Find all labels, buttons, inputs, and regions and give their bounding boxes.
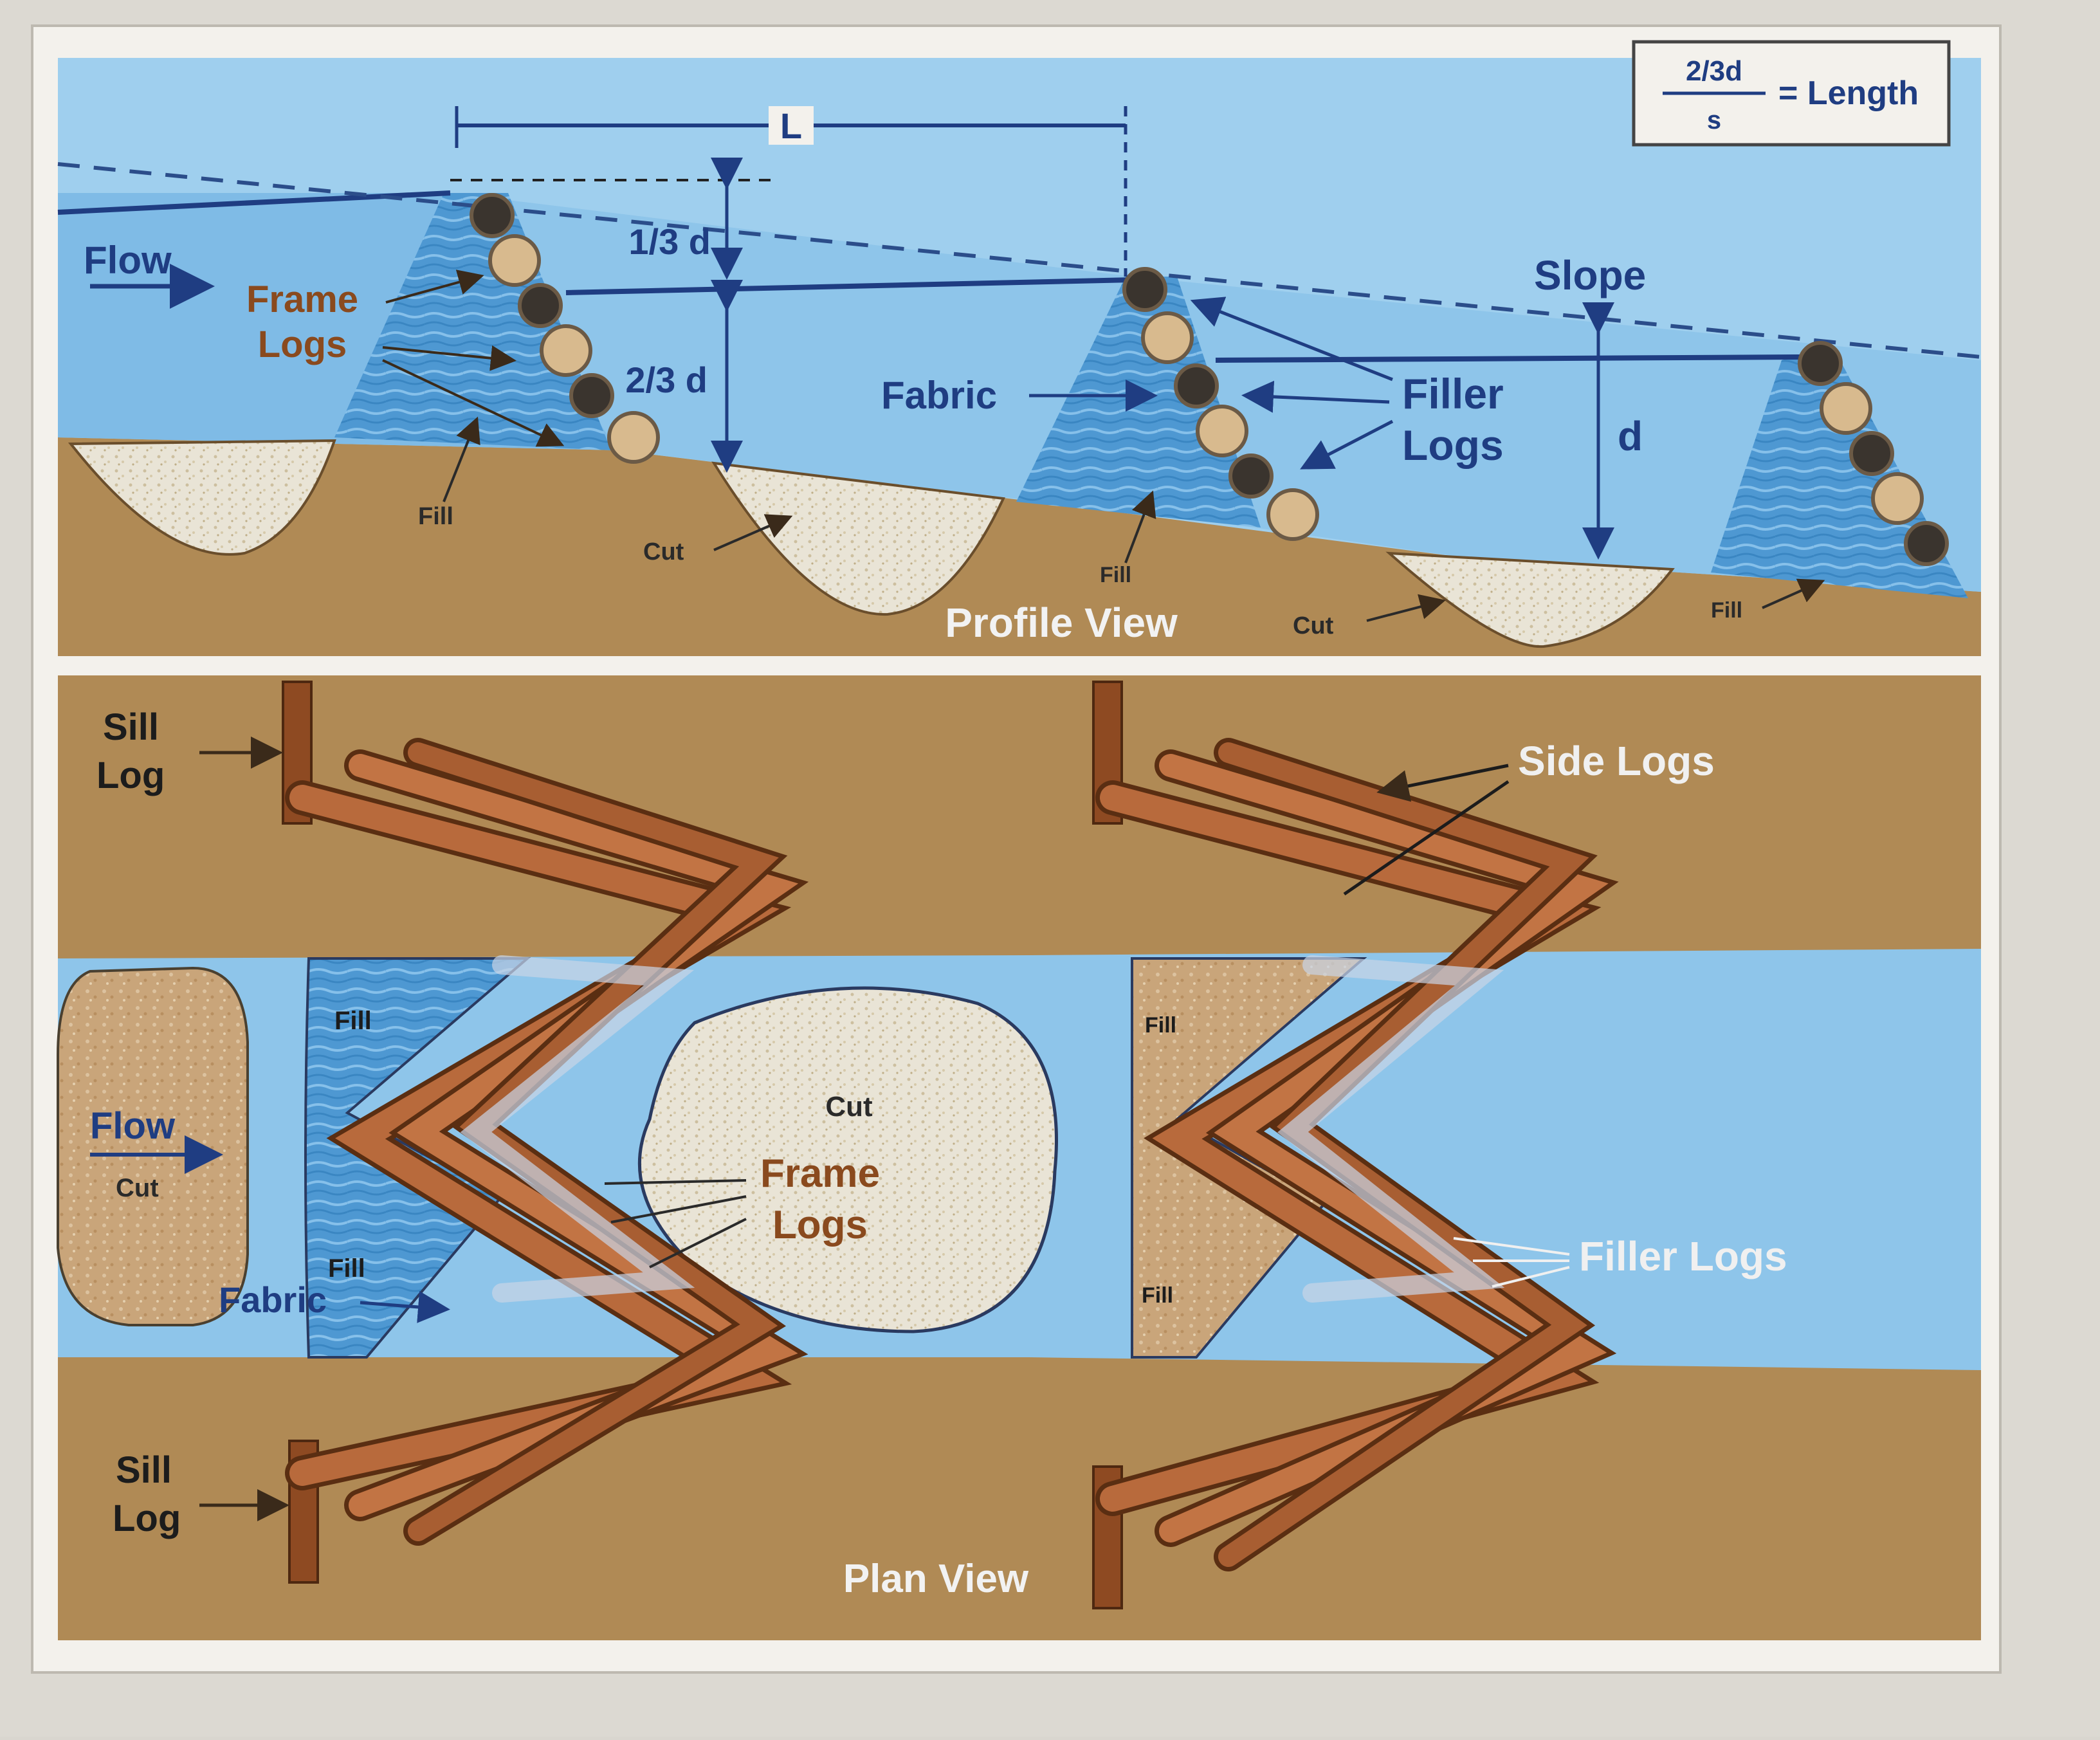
- profile-fabric-label: Fabric: [881, 374, 997, 417]
- depth-label: d: [1618, 413, 1643, 459]
- plan-side-logs-label: Side Logs: [1518, 738, 1715, 784]
- plan-cut-pool: [637, 986, 1058, 1333]
- plan-cut-label-pool: Cut: [825, 1091, 873, 1122]
- plan-sill-log-lower-line2: Log: [113, 1497, 181, 1539]
- profile-cut-label-1: Cut: [643, 538, 684, 565]
- fill-pointer-3: [1762, 578, 1825, 609]
- frame-logs-pointer-2: [382, 345, 516, 371]
- profile-cut-label-2: Cut: [1293, 612, 1334, 639]
- third-depth-label: 1/3 d: [628, 221, 711, 262]
- plan-fill-label-3: Fill: [1145, 1013, 1176, 1038]
- cut-pool-2: [711, 461, 1005, 616]
- plan-frame-logs-pointer-3: [649, 1218, 747, 1268]
- plan-frame-logs-pointer-2: [610, 1195, 747, 1223]
- profile-fill-label-2: Fill: [1100, 563, 1131, 587]
- profile-fill-label-1: Fill: [418, 503, 453, 530]
- filler-logs-pointer-2: [1241, 380, 1390, 413]
- plan-fill-label-4: Fill: [1142, 1283, 1173, 1308]
- fill-wedge-3: [1711, 347, 1968, 598]
- cut-pointer-2: [1366, 594, 1446, 622]
- plan-fill-label-1: Fill: [334, 1007, 372, 1035]
- vane-2-logs: [1095, 738, 1619, 1571]
- profile-fill-label-3: Fill: [1711, 598, 1742, 623]
- fill-wedge-1: [334, 193, 611, 450]
- filler-logs-pointer-3: [1300, 419, 1394, 470]
- plan-sill-log-lower-line1: Sill: [116, 1449, 172, 1491]
- profile-flow-label: Flow: [84, 239, 172, 282]
- plan-filler-pointer-3: [1492, 1266, 1570, 1288]
- formula-numerator: 2/3d: [1686, 55, 1742, 87]
- water-surface-2: [565, 277, 1133, 295]
- plan-cut-upstream: [57, 966, 249, 1326]
- length-label-bg: [769, 106, 814, 145]
- cut-pool-3: [1385, 551, 1675, 648]
- length-label: L: [780, 105, 802, 146]
- log-stack-1: [470, 193, 660, 464]
- plan-fabric-pointer: [360, 1291, 450, 1323]
- fill-pointer-2: [1124, 490, 1156, 563]
- frame-logs-pointer-3: [382, 359, 565, 447]
- formula-box: [1632, 40, 1951, 147]
- vane-1-logs: [285, 738, 809, 1546]
- fill-pointer-1: [443, 416, 480, 502]
- cut-pool-1: [68, 439, 336, 556]
- water-surface-3: [1215, 354, 1802, 363]
- plan-frame-logs-pointer-1: [604, 1179, 747, 1185]
- length-formula: 2/3d s = Length: [1632, 40, 1951, 147]
- formula-result: = Length: [1778, 75, 1919, 112]
- profile-frame-logs-label-line1: Frame: [246, 279, 358, 320]
- plan-sill-log-upper-line2: Log: [96, 755, 165, 796]
- profile-filler-logs-label-line1: Filler: [1402, 370, 1504, 417]
- plan-sill-log-upper-line1: Sill: [103, 706, 159, 748]
- slope-label: Slope: [1534, 252, 1646, 298]
- log-stack-2: [1122, 267, 1319, 541]
- side-logs-pointer-1: [1376, 764, 1509, 802]
- profile-filler-logs-label-line2: Logs: [1402, 421, 1504, 469]
- frame-logs-pointer-1: [385, 270, 484, 304]
- plan-fill-label-2: Fill: [328, 1254, 365, 1283]
- plan-cut-label-upstream: Cut: [116, 1174, 159, 1202]
- plan-frame-logs-label-line1: Frame: [760, 1151, 880, 1196]
- plan-filler-pointer-1: [1453, 1237, 1570, 1256]
- plan-filler-logs-label: Filler Logs: [1579, 1233, 1787, 1279]
- filler-logs-pointer-1: [1190, 297, 1393, 381]
- plan-view-panel: Sill Log Sill Log Side Logs Fill Fill Fi…: [57, 675, 1981, 1640]
- formula-denominator: s: [1707, 106, 1721, 134]
- cut-pointer-1: [713, 514, 793, 551]
- plan-frame-logs-label-line2: Logs: [772, 1203, 868, 1247]
- log-stack-3: [1798, 341, 1949, 566]
- profile-view-title: Profile View: [945, 600, 1178, 646]
- two-thirds-depth-label: 2/3 d: [625, 360, 708, 400]
- profile-frame-logs-label-line2: Logs: [258, 324, 347, 365]
- plan-view-title: Plan View: [843, 1557, 1029, 1601]
- plan-flow-label: Flow: [90, 1105, 176, 1147]
- side-logs-pointer-2: [1343, 780, 1510, 896]
- profile-view-panel: L 1/3 d 2/3 d d Slope Flow Frame Logs Fa…: [57, 40, 1982, 656]
- plan-fabric-label: Fabric: [219, 1279, 327, 1320]
